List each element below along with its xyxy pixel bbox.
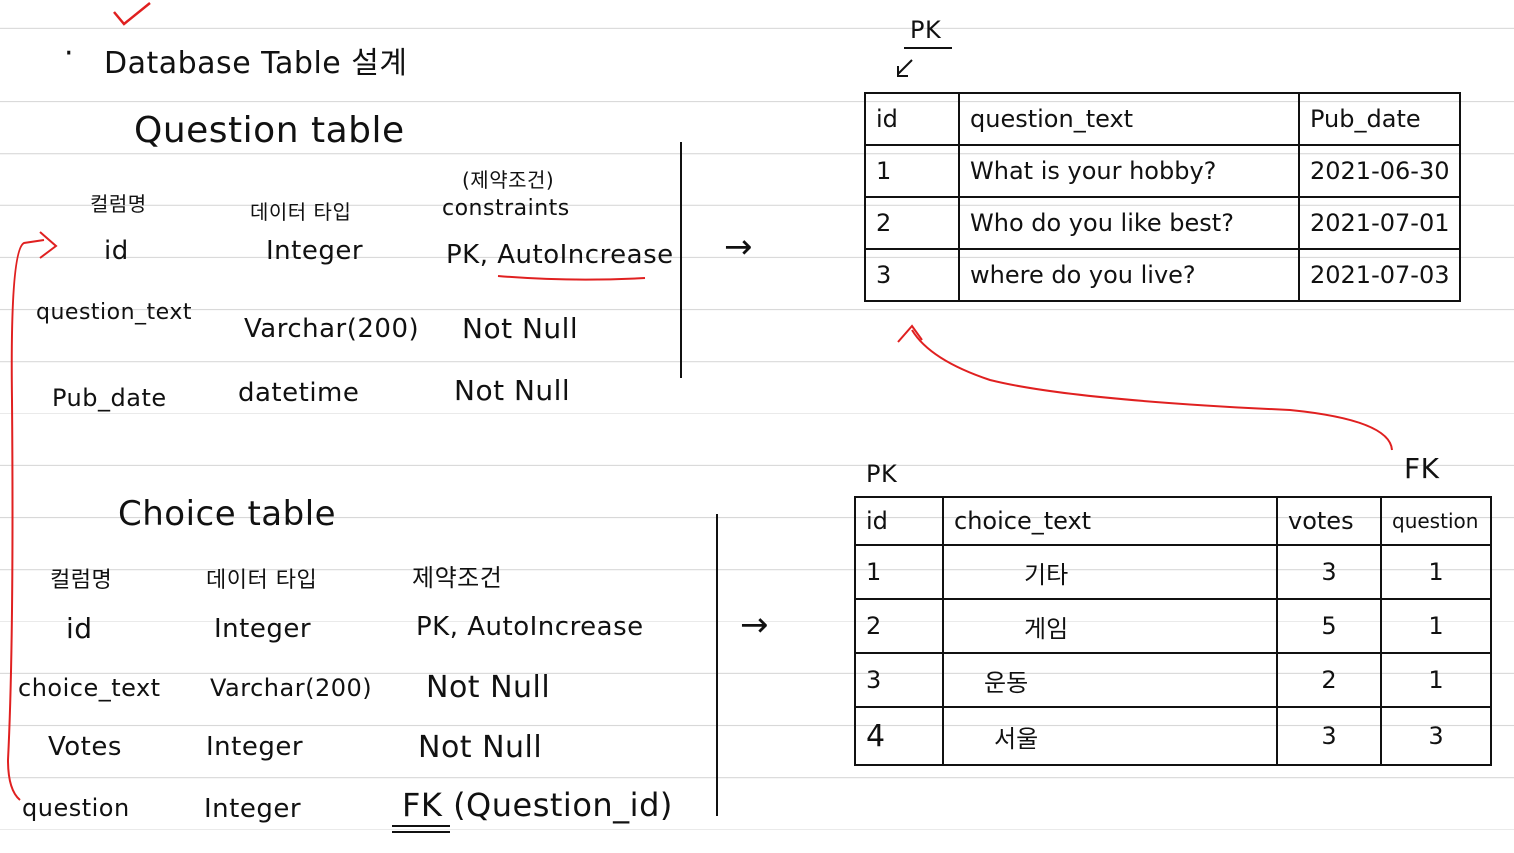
column-header: id (854, 496, 944, 546)
q-row-id-type: Integer (266, 236, 364, 266)
table-cell: 서울 (942, 706, 1278, 766)
table-cell: 1 (864, 144, 960, 198)
q-row-date-constraint: Not Null (454, 374, 571, 407)
table-header-row: id choice_text votes question (854, 496, 1492, 546)
section-divider-top (680, 142, 682, 378)
column-header: id (864, 92, 960, 146)
fk-label: FK (1404, 452, 1440, 485)
table-cell: 2 (854, 598, 944, 654)
c-row-votes-constraint: Not Null (418, 730, 543, 765)
choice-table-heading: Choice table (118, 494, 337, 534)
table-cell: 4 (854, 706, 944, 766)
q-row-date-name: Pub_date (52, 384, 167, 412)
checkmark-icon (113, 2, 151, 26)
c-header-data-type: 데이터 타입 (206, 568, 318, 593)
c-row-question-name: question (22, 794, 130, 822)
arrowhead-right (897, 324, 923, 343)
table-cell: 1 (1380, 652, 1492, 708)
pk-pointer-icon (897, 59, 913, 77)
q-row-date-type: datetime (238, 378, 360, 408)
table-row: 3 where do you live? 2021-07-03 (864, 248, 1462, 302)
table-cell: 기타 (942, 544, 1278, 600)
table-cell: 3 (1276, 706, 1382, 766)
table-cell: What is your hobby? (958, 144, 1300, 198)
table-row: 1 What is your hobby? 2021-06-30 (864, 144, 1462, 198)
fk-link-arrow-left (6, 239, 45, 801)
table-row: 2 게임 5 1 (854, 598, 1492, 654)
table-cell: 1 (1380, 598, 1492, 654)
c-header-column-name: 컬럼명 (50, 568, 113, 593)
table-cell: 2021-06-30 (1297, 144, 1462, 198)
choice-data-table: id choice_text votes question 1 기타 3 1 2… (854, 496, 1492, 766)
table-cell: 5 (1276, 598, 1382, 654)
bullet: · (64, 36, 75, 71)
c-header-constraint: 제약조건 (412, 564, 503, 592)
table-row: 2 Who do you like best? 2021-07-01 (864, 196, 1462, 250)
page-title: Database Table 설계 (104, 46, 408, 81)
table-cell: 2021-07-01 (1297, 196, 1462, 250)
c-row-id-name: id (66, 612, 93, 645)
table-cell: 운동 (942, 652, 1278, 708)
table-cell: 게임 (942, 598, 1278, 654)
q-row-text-type: Varchar(200) (244, 314, 420, 344)
column-header: question (1380, 496, 1492, 546)
table-row: 1 기타 3 1 (854, 544, 1492, 600)
table-cell: 3 (854, 652, 944, 708)
q-header-column-name: 컬럼명 (90, 192, 147, 216)
c-row-votes-name: Votes (48, 732, 122, 762)
table-header-row: id question_text Pub_date (864, 92, 1462, 146)
q-header-constraint-kr: (제약조건) (462, 168, 555, 192)
c-row-text-constraint: Not Null (426, 670, 551, 705)
column-header: votes (1276, 496, 1382, 546)
q-row-id-constraint: PK, AutoIncrease (446, 240, 674, 270)
table-cell: Who do you like best? (958, 196, 1300, 250)
table-cell: 3 (1380, 706, 1492, 766)
underline-autoincrease (497, 275, 646, 281)
table-row: 4 서울 3 3 (854, 706, 1492, 766)
q-header-data-type: 데이터 타입 (250, 200, 352, 224)
section-divider-bottom (716, 514, 718, 816)
q-row-text-constraint: Not Null (462, 312, 579, 345)
q-row-id-name: id (104, 236, 129, 266)
c-row-id-type: Integer (214, 614, 312, 644)
c-row-question-type: Integer (204, 794, 302, 824)
q-header-constraint-en: constraints (442, 196, 570, 221)
c-row-question-constraint: FK (Question_id) (402, 786, 673, 824)
c-row-text-name: choice_text (18, 674, 161, 702)
question-table-heading: Question table (134, 110, 405, 151)
table-cell: 3 (1276, 544, 1382, 600)
column-header: question_text (958, 92, 1300, 146)
arrow-right-icon: → (740, 605, 769, 645)
c-row-id-constraint: PK, AutoIncrease (416, 612, 644, 642)
pk-label: PK (910, 16, 942, 44)
table-cell: 3 (864, 248, 960, 302)
table-cell: 1 (1380, 544, 1492, 600)
fk-link-arrow-right (911, 329, 1393, 451)
fk-underline (392, 825, 450, 833)
column-header: choice_text (942, 496, 1278, 546)
table-cell: 2021-07-03 (1297, 248, 1462, 302)
arrowhead-left (39, 231, 58, 259)
table-row: 3 운동 2 1 (854, 652, 1492, 708)
table-cell: where do you live? (958, 248, 1300, 302)
table-cell: 1 (854, 544, 944, 600)
arrow-right-icon: → (724, 227, 753, 267)
table-cell: 2 (864, 196, 960, 250)
column-header: Pub_date (1297, 92, 1462, 146)
table-cell: 2 (1276, 652, 1382, 708)
question-data-table: id question_text Pub_date 1 What is your… (864, 92, 1462, 302)
c-row-text-type: Varchar(200) (210, 674, 373, 702)
pk-label: PK (866, 460, 898, 488)
c-row-votes-type: Integer (206, 732, 304, 762)
q-row-text-name: question_text (36, 300, 192, 325)
